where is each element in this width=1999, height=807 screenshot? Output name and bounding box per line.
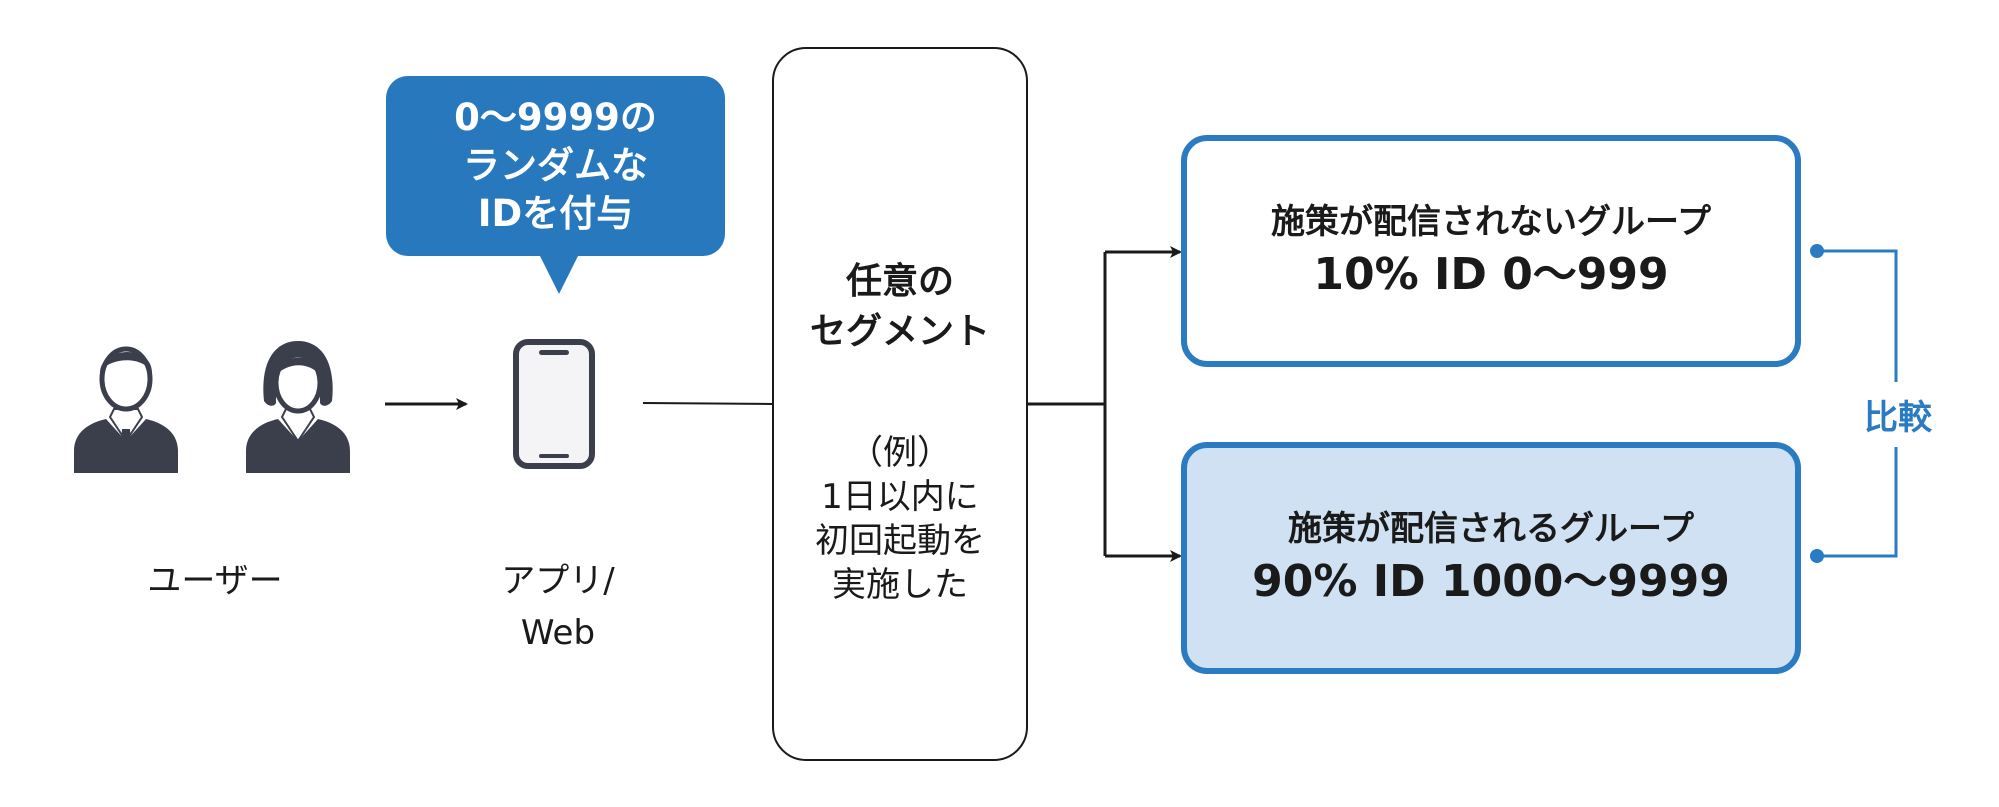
segment-title-line1: 任意の — [845, 261, 954, 302]
compare-dot-top — [1810, 244, 1824, 258]
segment-example-line2: 1日以内に — [821, 477, 979, 517]
segment-box: 任意の セグメント （例） 1日以内に 初回起動を 実施した — [772, 47, 1028, 761]
callout-tail — [539, 254, 579, 294]
segment-title: 任意の セグメント — [774, 257, 1026, 357]
treatment-group-name: 施策が配信されるグループ — [1288, 509, 1694, 549]
segment-title-line2: セグメント — [809, 311, 990, 352]
app-label-line1: アプリ/ — [501, 561, 615, 601]
woman-user-icon — [246, 341, 350, 473]
control-group-box: 施策が配信されないグループ 10% ID 0〜999 — [1181, 135, 1801, 367]
smartphone-icon — [513, 339, 595, 469]
segment-example: （例） 1日以内に 初回起動を 実施した — [774, 431, 1026, 607]
segment-example-line4: 実施した — [832, 565, 968, 605]
control-group-name: 施策が配信されないグループ — [1271, 202, 1711, 242]
compare-label: 比較 — [1858, 382, 1938, 447]
segment-example-line1: （例） — [849, 433, 951, 473]
treatment-group-id-range: 90% ID 1000〜9999 — [1252, 556, 1730, 607]
man-user-icon — [74, 346, 178, 473]
segment-example-line3: 初回起動を — [815, 521, 985, 561]
app-label-line2: Web — [520, 613, 596, 653]
callout-line2: ランダムな — [463, 144, 648, 187]
treatment-group-box: 施策が配信されるグループ 90% ID 1000〜9999 — [1181, 442, 1801, 674]
callout-line1: 0〜9999の — [454, 96, 657, 139]
app-to-segment-line — [642, 402, 773, 405]
app-label: アプリ/ Web — [468, 555, 648, 659]
compare-dot-bottom — [1810, 549, 1824, 563]
random-id-callout: 0〜9999の ランダムな IDを付与 — [386, 76, 725, 256]
control-group-id-range: 10% ID 0〜999 — [1313, 249, 1669, 300]
callout-line3: IDを付与 — [477, 192, 634, 235]
users-label: ユーザー — [147, 561, 283, 601]
